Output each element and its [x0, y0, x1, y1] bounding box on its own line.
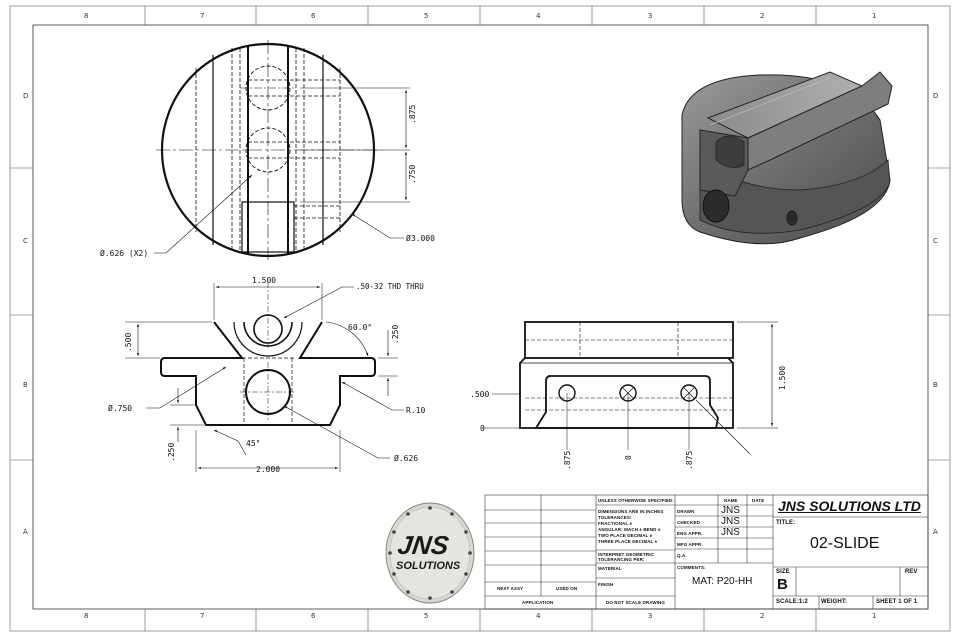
- zone-row-a-left: A: [23, 528, 28, 536]
- dim-875-top: .875: [408, 105, 417, 124]
- top-view: [154, 40, 410, 260]
- finish-label: FINISH: [598, 582, 614, 587]
- date-header: DATE: [752, 498, 765, 503]
- zone-col-2-bottom: 2: [760, 612, 765, 620]
- used-on-label: USED ON: [556, 586, 578, 591]
- title-label: TITLE:: [776, 520, 796, 526]
- application-label: APPLICATION: [522, 600, 554, 605]
- zone-row-c-left: C: [23, 237, 28, 245]
- zone-col-4-bottom: 4: [536, 612, 541, 620]
- ord-0-side: 0: [480, 424, 485, 433]
- angle-callout: 60.0°: [348, 323, 372, 332]
- zone-row-b-right: B: [933, 381, 938, 389]
- diameter-callout: Ø3.000: [406, 233, 435, 243]
- scale-label: SCALE:1:2: [776, 599, 808, 605]
- zone-col-5-top: 5: [424, 12, 429, 20]
- zone-row-a-right: A: [933, 528, 938, 536]
- logo-disk-graphic: [385, 502, 475, 604]
- zone-col-7-bottom: 7: [200, 612, 205, 620]
- company-name: JNS SOLUTIONS LTD: [778, 498, 921, 514]
- note-line-3: FRACTIONAL ±: [598, 521, 633, 526]
- zone-col-4-top: 4: [536, 12, 541, 20]
- role-checked: CHECKED: [677, 520, 700, 525]
- zone-col-8-bottom: 8: [84, 612, 89, 620]
- role-qa: Q.A.: [677, 553, 687, 558]
- note-line-6: THREE PLACE DECIMAL ±: [598, 539, 658, 544]
- role-drawn: DRAWN: [677, 509, 695, 514]
- dia-750: Ø.750: [108, 403, 132, 413]
- rev-label: REV: [905, 569, 918, 575]
- note-line-1: DIMENSIONS ARE IN INCHES: [598, 509, 664, 514]
- drawn-name: JNS: [721, 505, 740, 516]
- zone-row-c-right: C: [933, 237, 938, 245]
- zone-col-3-top: 3: [648, 12, 653, 20]
- drawing-title: 02-SLIDE: [810, 535, 880, 552]
- checked-name: JNS: [721, 516, 740, 527]
- material-label: MATERIAL: [598, 566, 622, 571]
- note-line-2: TOLERANCES:: [598, 515, 632, 520]
- front-view: [125, 282, 404, 472]
- role-mfg-appr: MFG APPR.: [677, 542, 703, 547]
- zone-col-8-top: 8: [84, 12, 89, 20]
- note-line-4: ANGULAR: MACH ± BEND ±: [598, 527, 661, 532]
- dim-750-top: .750: [408, 165, 417, 184]
- interpret-line-1: INTERPRET GEOMETRIC: [598, 552, 654, 557]
- zone-col-6-top: 6: [311, 12, 316, 20]
- eng-appr-name: JNS: [721, 527, 740, 538]
- x-875-left: .875: [563, 451, 572, 470]
- chamfer-callout: 45°: [246, 439, 260, 448]
- zone-col-3-bottom: 3: [648, 612, 653, 620]
- note-line-5: TWO PLACE DECIMAL ±: [598, 533, 653, 538]
- zone-col-6-bottom: 6: [311, 612, 316, 620]
- dia-626-front: Ø.626: [394, 453, 418, 463]
- inner-border: [32, 24, 929, 610]
- side-view: [482, 321, 778, 455]
- dim-1500-front: 1.500: [252, 276, 276, 285]
- zone-row-d-right: D: [933, 92, 939, 100]
- unless-note: UNLESS OTHERWISE SPECIFIED:: [598, 498, 674, 503]
- dim-1500-side: 1.500: [778, 366, 787, 390]
- material-value: MAT: P20-HH: [692, 576, 753, 587]
- size-label: SIZE: [776, 569, 790, 575]
- interpret-line-2: TOLERANCING PER:: [598, 557, 645, 562]
- dim-2000-front: 2.000: [256, 465, 280, 474]
- thread-callout: .50-32 THD THRU: [356, 282, 424, 291]
- zone-col-1-top: 1: [872, 12, 877, 20]
- radius-callout: R.10: [406, 406, 425, 415]
- zone-row-d-left: D: [23, 92, 29, 100]
- border-ticks: [10, 6, 950, 631]
- dim-250-left: .250: [167, 443, 176, 462]
- zone-col-1-bottom: 1: [872, 612, 877, 620]
- dim-250-right: .250: [391, 325, 400, 344]
- role-comments: COMMENTS:: [677, 565, 706, 570]
- x-0: 0: [624, 455, 633, 460]
- weight-label: WEIGHT:: [821, 599, 848, 605]
- size-value: B: [777, 576, 788, 593]
- logo-text-jns: JNS: [395, 530, 451, 560]
- zone-col-2-top: 2: [760, 12, 765, 20]
- sheet-label: SHEET 1 OF 1: [876, 599, 918, 605]
- zone-row-b-left: B: [23, 381, 28, 389]
- zone-col-7-top: 7: [200, 12, 205, 20]
- dim-500-front: .500: [124, 333, 133, 352]
- do-not-scale: DO NOT SCALE DRAWING: [606, 600, 665, 605]
- company-logo: JNS SOLUTIONS: [384, 500, 476, 606]
- role-eng-appr: ENG APPR.: [677, 531, 703, 536]
- title-block-grid: [484, 494, 929, 610]
- name-header: NAME: [724, 498, 738, 503]
- x-875-right: .875: [685, 451, 694, 470]
- logo-text-solutions: SOLUTIONS: [396, 560, 461, 572]
- hole-callout: Ø.626 (X2): [100, 248, 148, 258]
- isometric-render: [681, 71, 893, 245]
- next-assy-label: NEXT ASSY: [497, 586, 524, 591]
- zone-col-5-bottom: 5: [424, 612, 429, 620]
- ord-500-side: .500: [470, 390, 489, 399]
